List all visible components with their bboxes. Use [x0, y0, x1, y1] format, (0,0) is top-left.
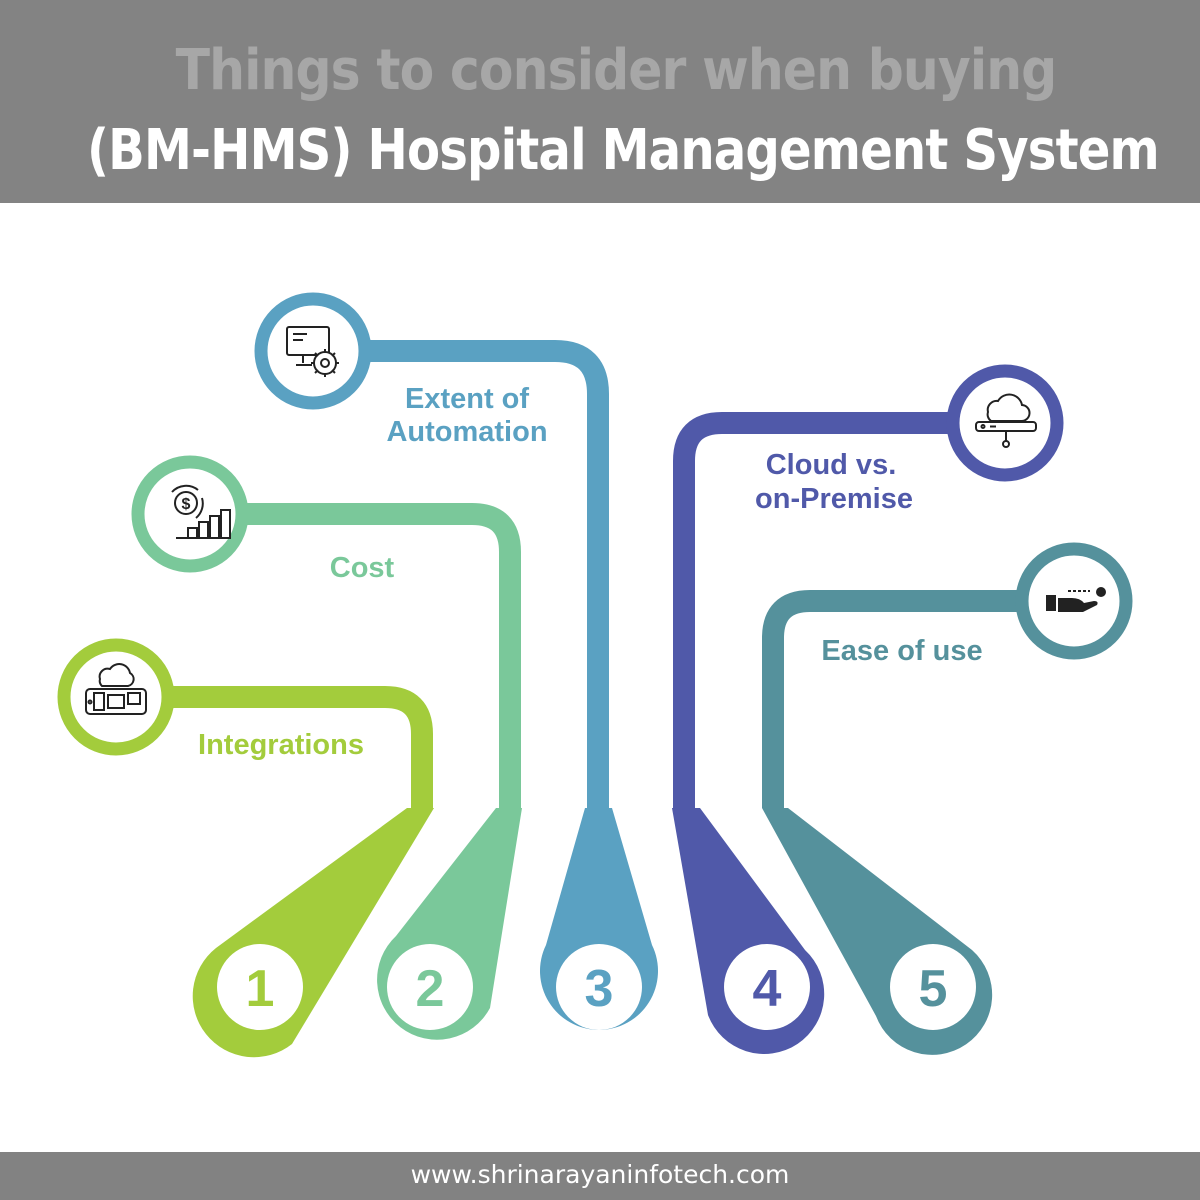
hand-key-icon: [1046, 587, 1106, 612]
item-1-number: 1: [246, 960, 275, 1018]
dollar-growth-icon: [171, 484, 231, 539]
website-url[interactable]: www.shrinarayaninfotech.com: [410, 1160, 790, 1189]
item-3-number-circle: [556, 944, 642, 1030]
item-1-connector: [158, 686, 433, 802]
item-2-connector: [236, 503, 521, 802]
title-line-2: (BM-HMS) Hospital Management System: [86, 118, 1160, 183]
item-2-label: Cost: [330, 552, 395, 584]
item-2: 2 Cost $: [131, 455, 522, 1040]
item-4-label-line2: on-Premise: [755, 483, 913, 515]
item-3-icon-ring: [254, 292, 372, 410]
item-1-number-circle: [217, 944, 303, 1030]
item-4-label-line1: Cloud vs.: [766, 449, 897, 481]
item-5-connector: [762, 590, 1050, 802]
item-4-number-circle: [724, 944, 810, 1030]
item-5-label: Ease of use: [821, 635, 982, 667]
item-4-number: 4: [753, 960, 782, 1018]
item-5-stem-cap: [762, 802, 784, 808]
item-1-stem-cap: [411, 802, 433, 808]
item-5-number-circle: [890, 944, 976, 1030]
item-1-icon-ring: [57, 638, 175, 756]
item-5: 5 Ease of use: [762, 542, 1133, 1055]
item-4-connector: [673, 412, 960, 802]
cloud-server-icon: [975, 393, 1037, 448]
item-3-stem-cap: [587, 802, 609, 808]
title-line-1: Things to consider when buying: [175, 38, 1058, 103]
item-2-number-circle: [387, 944, 473, 1030]
footer-banner: www.shrinarayaninfotech.com: [0, 1152, 1200, 1200]
item-3-label-line2: Automation: [386, 416, 547, 448]
item-3-connector: [360, 340, 609, 802]
item-5-number: 5: [919, 960, 948, 1018]
item-3-label-line1: Extent of: [405, 383, 529, 415]
item-1: 1 Integrations: [57, 638, 434, 1058]
monitor-gear-icon: [286, 326, 339, 377]
item-1-label: Integrations: [198, 729, 364, 761]
item-4-stem-cap: [673, 802, 695, 808]
item-3: 3 Extent of Automation: [254, 292, 658, 1030]
cloud-devices-icon: [85, 663, 147, 715]
item-2-number: 2: [416, 960, 445, 1018]
item-2-stem-cap: [499, 802, 521, 808]
svg-text:$: $: [182, 496, 191, 513]
item-4: 4 Cloud vs. on-Premise: [672, 364, 1064, 1054]
item-3-number: 3: [585, 960, 614, 1018]
header-banner: Things to consider when buying (BM-HMS) …: [0, 0, 1200, 203]
